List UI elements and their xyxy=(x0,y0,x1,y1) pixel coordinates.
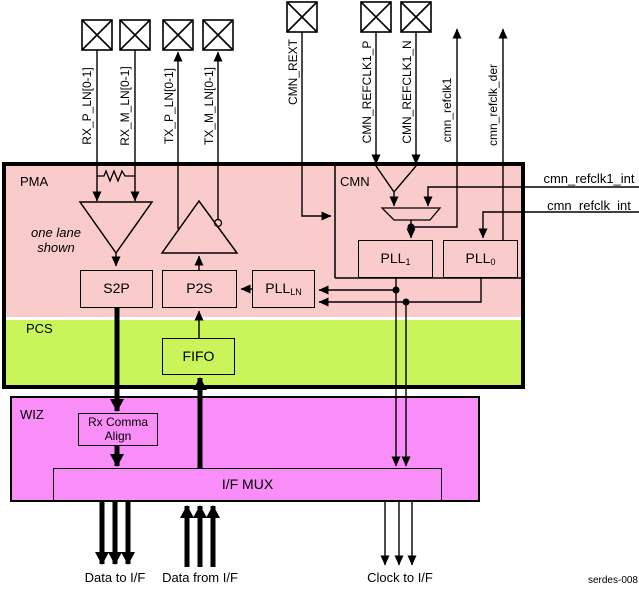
signal-label-rx-p-ln: RX_P_LN[0-1] xyxy=(80,67,94,145)
block-rx-comma-align: Rx Comma Align xyxy=(78,413,158,446)
signal-label-cmn-refclk1-n: CMN_REFCLK1_N xyxy=(400,40,414,144)
signal-label-cmn-refclk1-int: cmn_refclk1_int xyxy=(543,171,635,186)
block-pll-ln-label: PLLLN xyxy=(265,279,302,297)
block-s2p: S2P xyxy=(80,270,153,308)
block-p2s: P2S xyxy=(162,270,237,308)
pad-icon-cmn-refclk1-p xyxy=(360,1,392,33)
data-from-if-label: Data from I/F xyxy=(162,570,238,585)
pad-icon-cmn-refclk1-n xyxy=(400,1,432,33)
one-lane-shown-note: one lane shown xyxy=(16,225,96,256)
note-line2: shown xyxy=(37,239,75,255)
signal-label-cmn-refclk-der: cmn_refclk_der xyxy=(486,63,500,147)
pad-icon-rx-p xyxy=(81,19,113,51)
block-if-mux: I/F MUX xyxy=(53,468,442,501)
note-line1: one lane xyxy=(31,225,81,240)
rx-comma-align-line1: Rx Comma xyxy=(87,415,148,430)
pcs-region-label: PCS xyxy=(26,321,53,336)
signal-label-cmn-refclk-int: cmn_refclk_int xyxy=(547,198,631,213)
block-if-mux-label: I/F MUX xyxy=(221,475,274,492)
signal-label-cmn-refclk1-p: CMN_REFCLK1_P xyxy=(360,40,374,144)
block-p2s-label: P2S xyxy=(186,280,213,297)
signal-label-cmn-rext: CMN_REXT xyxy=(286,38,300,106)
cmn-region-label: CMN xyxy=(340,174,370,189)
signal-label-tx-m-ln: TX_M_LN[0-1] xyxy=(202,66,216,146)
clock-to-if-label: Clock to I/F xyxy=(367,570,433,585)
figure-id: serdes-008 xyxy=(587,575,638,586)
data-to-if-label: Data to I/F xyxy=(84,570,146,585)
wiz-region-label: WIZ xyxy=(20,407,44,422)
block-pll0-label: PLL0 xyxy=(465,249,496,267)
block-pll0: PLL0 xyxy=(443,240,518,278)
pad-icon-rx-m xyxy=(119,19,151,51)
block-fifo-label: FIFO xyxy=(182,347,215,364)
block-pll-ln: PLLLN xyxy=(252,270,315,308)
block-s2p-label: S2P xyxy=(103,280,130,297)
pad-icon-tx-m xyxy=(202,19,234,51)
block-fifo: FIFO xyxy=(162,338,235,375)
signal-label-cmn-refclk1: cmn_refclk1 xyxy=(440,77,454,143)
rx-comma-align-line2: Align xyxy=(104,428,132,443)
pcs-region xyxy=(6,320,521,385)
pad-icon-tx-p xyxy=(162,19,194,51)
signal-label-tx-p-ln: TX_P_LN[0-1] xyxy=(162,67,176,145)
pma-region-label: PMA xyxy=(20,174,49,189)
block-pll1: PLL1 xyxy=(358,240,433,278)
signal-label-rx-m-ln: RX_M_LN[0-1] xyxy=(118,66,132,146)
pad-icon-cmn-rext xyxy=(286,1,318,33)
pma-pcs-divider xyxy=(6,317,521,320)
block-pll1-label: PLL1 xyxy=(380,249,411,267)
